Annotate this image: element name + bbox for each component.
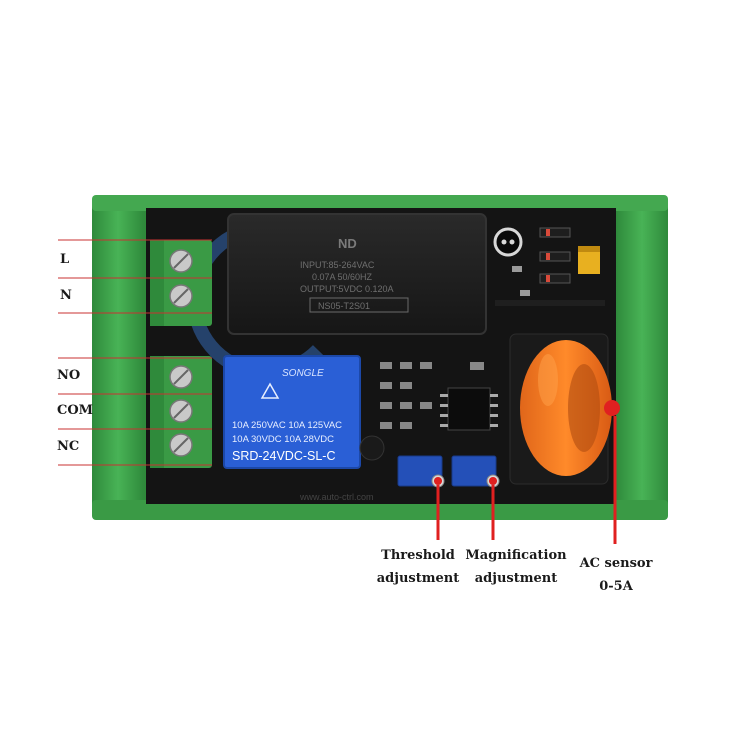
relay-model: SRD-24VDC-SL-C [232, 449, 336, 463]
threshold-label-line2: adjustment [376, 570, 460, 586]
power-module-model: NS05-T2S01 [318, 301, 370, 311]
relay: SONGLE 10A 250VAC 10A 125VAC 10A 30VDC 1… [223, 355, 361, 469]
magnification-label-line1: Magnification [465, 548, 567, 563]
terminal-label-com: COM [57, 403, 94, 418]
power-module-brand: ND [338, 236, 357, 251]
sensor-label-line2: 0-5A [599, 578, 633, 594]
sensor-label: AC sensor 0-5A [574, 556, 658, 596]
magnification-callout [489, 477, 497, 540]
terminal-label-nc: NC [57, 439, 80, 454]
threshold-callout [434, 477, 442, 540]
terminal-block-power [150, 240, 212, 326]
threshold-label-line1: Threshold [381, 548, 455, 563]
ac-current-sensor [509, 333, 612, 485]
terminal-label-l: L [60, 252, 70, 267]
terminal-callout-lines [58, 239, 212, 466]
magnification-potentiometer [451, 455, 500, 488]
magnification-label: Magnification adjustment [464, 548, 568, 588]
sensor-callout [604, 400, 620, 544]
status-components [493, 227, 605, 306]
control-circuit [359, 362, 498, 461]
magnification-label-line2: adjustment [474, 570, 558, 586]
sensor-label-line1: AC sensor [579, 556, 653, 571]
power-module: ND INPUT:85-264VAC 0.07A 50/60HZ OUTPUT:… [227, 213, 487, 335]
power-module-output: OUTPUT:5VDC 0.120A [300, 284, 394, 294]
power-module-freq: 0.07A 50/60HZ [312, 272, 373, 282]
terminal-block-relay [150, 356, 212, 468]
terminal-label-no: NO [57, 368, 81, 383]
relay-rating-1: 10A 250VAC 10A 125VAC [232, 420, 342, 431]
board-url: www.auto-ctrl.com [299, 492, 374, 502]
terminal-label-n: N [60, 288, 72, 303]
relay-rating-2: 10A 30VDC 10A 28VDC [232, 434, 334, 445]
relay-brand: SONGLE [282, 368, 324, 379]
threshold-label: Threshold adjustment [372, 548, 464, 588]
power-module-input: INPUT:85-264VAC [300, 260, 375, 270]
